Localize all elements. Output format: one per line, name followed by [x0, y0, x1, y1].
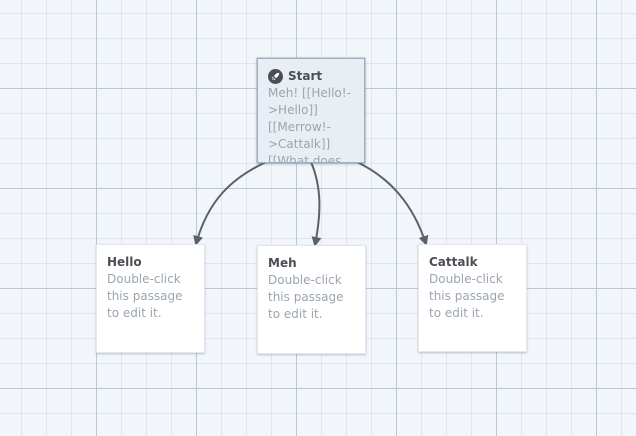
passage-excerpt: Meh! [[Hello!->Hello]] [[Merrow!->Cattal… — [268, 86, 351, 163]
rocket-icon — [268, 69, 283, 84]
passage-title: Hello — [107, 255, 142, 269]
passage-excerpt: Double-click this passage to edit it. — [107, 272, 183, 320]
passage-hello[interactable]: Hello Double-click this passage to edit … — [96, 244, 205, 353]
passage-title: Cattalk — [429, 255, 478, 269]
link-start-to-hello — [193, 161, 267, 246]
passage-excerpt: Double-click this passage to edit it. — [268, 273, 344, 321]
passage-meh[interactable]: Meh Double-click this passage to edit it… — [257, 245, 366, 354]
link-start-to-cattalk — [356, 161, 429, 246]
passage-title-text: Start — [288, 69, 323, 83]
passage-title: Meh — [268, 256, 297, 270]
passage-start[interactable]: Start Meh! [[Hello!->Hello]] [[Merrow!->… — [257, 58, 365, 163]
passage-title: Start — [268, 69, 354, 84]
link-start-to-meh — [310, 161, 322, 247]
passage-cattalk[interactable]: Cattalk Double-click this passage to edi… — [418, 244, 527, 352]
passage-excerpt: Double-click this passage to edit it. — [429, 272, 505, 320]
